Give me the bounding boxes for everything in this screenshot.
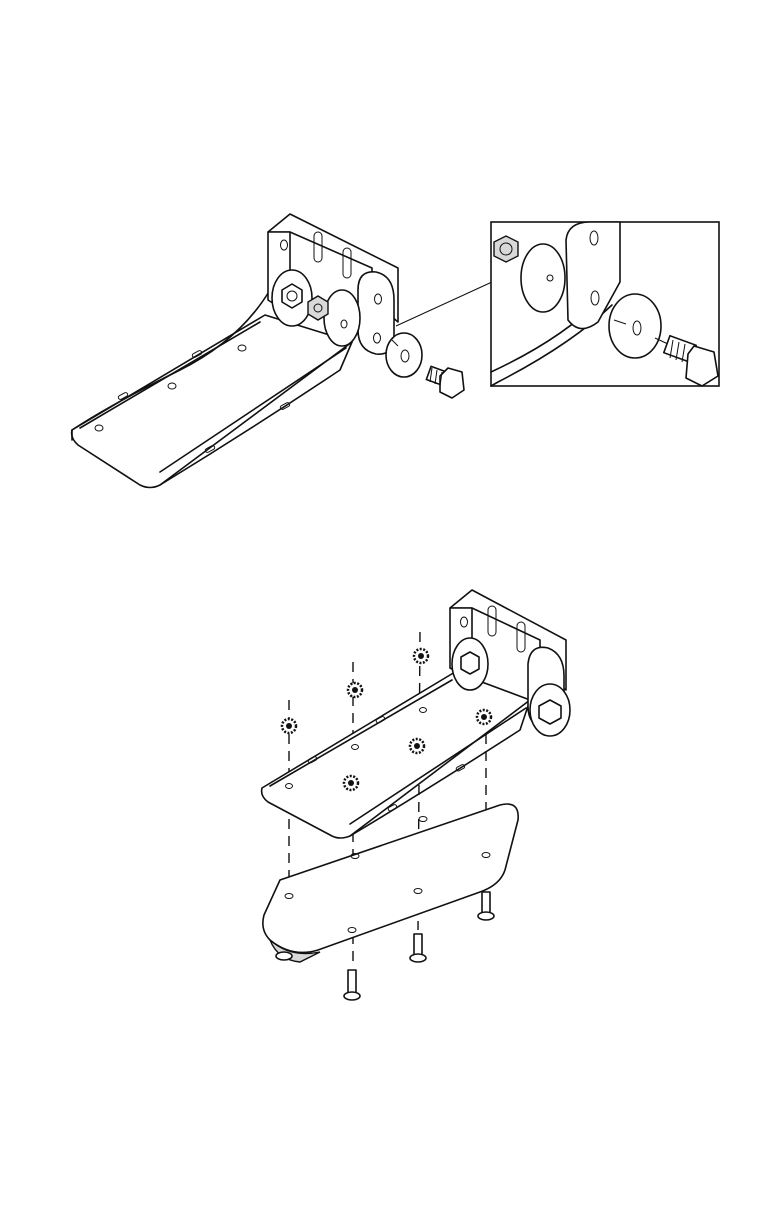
mounting-plate-assembly [262,590,570,1000]
detail-inset [491,222,719,386]
bracket-bolt-assembly [72,214,492,488]
